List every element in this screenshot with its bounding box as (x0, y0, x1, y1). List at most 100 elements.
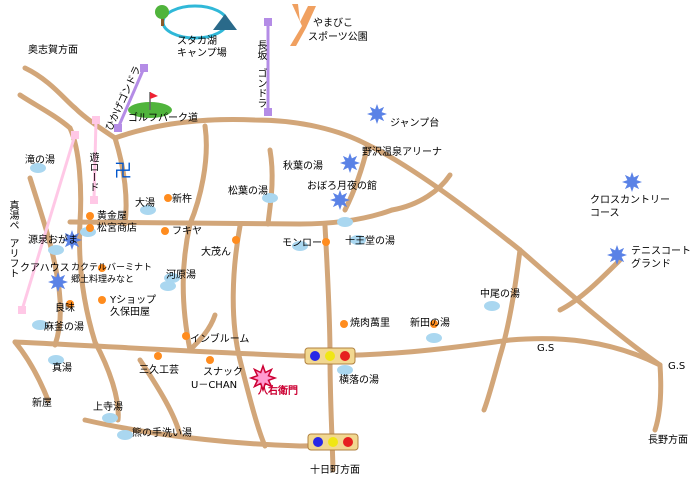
ropeway-station (18, 306, 26, 314)
hachiemon-star (248, 363, 278, 393)
label-kurhaus: クアハウス (20, 263, 70, 274)
shop-marker (66, 300, 74, 308)
onsen-marker (262, 193, 278, 203)
traffic-signals (304, 347, 359, 451)
shop-marker (232, 236, 240, 244)
onsen-marker (102, 413, 118, 423)
label-kyodo-ryori: 郷土料理みなと (71, 275, 135, 285)
label-monro: モンロー (282, 238, 322, 249)
label-okushiga: 奥志賀方面 (28, 45, 78, 56)
label-matsumiya: 松宮商店 (97, 223, 137, 234)
star-marker (367, 104, 387, 124)
ropeways (20, 22, 270, 311)
star-marker (607, 245, 627, 265)
label-jukkendo: 十王堂の湯 (345, 236, 395, 247)
label-tennis-2: グランド (631, 259, 671, 270)
label-yokochi: 横落の湯 (339, 375, 379, 386)
label-gs-1: G.S (537, 343, 555, 354)
road (27, 175, 63, 348)
road (67, 125, 98, 345)
tree-trunk (161, 14, 164, 26)
onsen-marker (48, 245, 64, 255)
ropeway-station (90, 196, 98, 204)
label-cross-country-2: コース (590, 208, 620, 219)
onsen-marker (337, 217, 353, 227)
label-kawarayu: 河原湯 (166, 270, 196, 281)
star-marker (330, 190, 350, 210)
onsen-marker (48, 355, 64, 365)
onsen-marker (160, 281, 176, 291)
golf-flag (150, 92, 158, 99)
ropeway-station (71, 131, 79, 139)
signal-light-blue (310, 351, 320, 361)
label-taki-no-yu: 滝の湯 (25, 155, 55, 166)
shop-marker (182, 332, 190, 340)
signal-light-red (340, 351, 350, 361)
label-oboro-yakata: おぼろ月夜の館 (307, 181, 377, 192)
label-nagasaka-gondola-1: 長坂 (255, 40, 266, 60)
star-marker (622, 172, 642, 192)
lake (161, 4, 229, 40)
road (137, 357, 183, 438)
signal-light-red (343, 437, 353, 447)
onsen-marker (117, 430, 133, 440)
tent-icon (213, 14, 237, 30)
star-marker (62, 230, 82, 250)
road (112, 117, 663, 368)
label-shinya: 新屋 (32, 398, 52, 409)
label-nagasaka-gondola-2: ゴンドラ (255, 68, 266, 108)
star-markers (48, 104, 642, 393)
label-shinyu: 真湯 (52, 363, 72, 374)
road (389, 172, 453, 213)
onsen-marker (350, 235, 366, 245)
onsen-marker (337, 365, 353, 375)
shop-markers (66, 194, 438, 364)
label-cross-country-1: クロスカントリー (590, 195, 670, 206)
shop-marker (430, 320, 438, 328)
label-kuma: 熊の手洗い湯 (132, 428, 192, 439)
road (92, 339, 121, 423)
ropeway-station (264, 108, 272, 116)
shinyu-ropeway-line (20, 134, 77, 311)
label-shinkine: 新杵 (172, 194, 192, 205)
label-yamabiko-1: やまびこ (313, 18, 353, 29)
label-sutaka-lake: スタカ湖 (177, 36, 217, 47)
yamabiko-icon (290, 4, 316, 46)
tree-crown (155, 5, 169, 19)
shop-marker (154, 352, 162, 360)
shop-marker (164, 194, 172, 202)
label-omo: 大茂ん (201, 247, 231, 258)
label-yakiniku: 焼肉萬里 (350, 318, 390, 329)
yamabiko-shape (290, 4, 316, 46)
onsen-markers (30, 163, 500, 440)
label-sankyu: 三久工芸 (139, 365, 179, 376)
shop-marker (86, 224, 94, 232)
label-ogon-ya: 黄金屋 (97, 211, 127, 222)
shop-marker (98, 296, 106, 304)
ropeway-station (114, 124, 122, 132)
label-ogama: 源泉おがま (28, 235, 78, 246)
onsen-marker (164, 273, 180, 283)
label-kubotaya: 久保田屋 (110, 307, 150, 318)
label-uchan: U－CHAN (191, 380, 238, 391)
ropeway-stations (18, 18, 272, 314)
onsen-marker (426, 333, 442, 343)
label-tennis-1: テニスコート (631, 246, 691, 257)
shop-marker (161, 227, 169, 235)
label-shinyu-ropeway-2: アリフト (7, 238, 18, 278)
onsen-marker (292, 241, 308, 251)
onsen-marker (484, 301, 500, 311)
label-jump: ジャンプ台 (390, 118, 440, 129)
label-nakao-no-yu: 中尾の湯 (480, 289, 520, 300)
road (22, 65, 118, 141)
label-kamidera: 上寺湯 (93, 402, 123, 413)
road (342, 142, 371, 213)
road-network (12, 65, 664, 473)
shop-marker (340, 320, 348, 328)
onsen-marker (140, 205, 156, 215)
road (17, 92, 73, 131)
ropeway-station (92, 116, 100, 124)
shop-marker (206, 356, 214, 364)
